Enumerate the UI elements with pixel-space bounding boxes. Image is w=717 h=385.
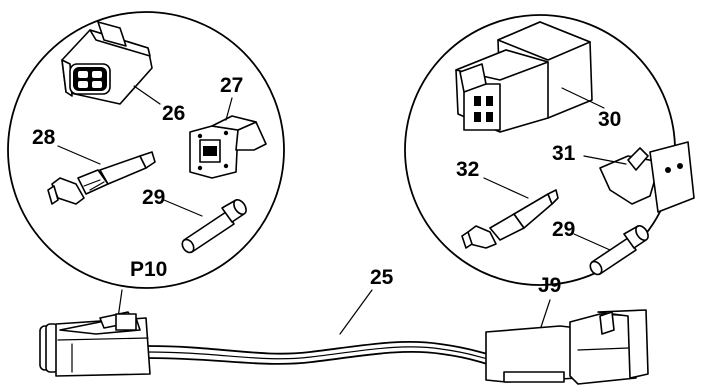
seal-plug-29-left-icon bbox=[181, 199, 247, 254]
callout-29-right: 29 bbox=[552, 218, 575, 241]
leader-31 bbox=[583, 155, 627, 165]
wedge-lock-27-icon bbox=[189, 115, 267, 179]
receptacle-housing-30-icon bbox=[455, 21, 593, 133]
leader-27 bbox=[225, 97, 233, 121]
wedge-lock-31-icon bbox=[599, 141, 695, 213]
leader-26 bbox=[133, 85, 161, 105]
detail-circle-left bbox=[7, 11, 285, 289]
leader-28 bbox=[57, 145, 101, 165]
callout-26: 26 bbox=[162, 102, 185, 125]
leader-29-right bbox=[573, 233, 611, 251]
harness-cable-25-icon bbox=[147, 340, 489, 365]
leader-25 bbox=[339, 289, 373, 335]
pin-terminal-32-icon bbox=[461, 189, 559, 249]
p10-connector-assembled-icon bbox=[39, 311, 151, 377]
callout-27: 27 bbox=[220, 74, 243, 97]
callout-25: 25 bbox=[370, 266, 394, 289]
label-j9: J9 bbox=[538, 274, 561, 297]
callout-30: 30 bbox=[598, 108, 621, 131]
callout-31: 31 bbox=[552, 142, 576, 165]
leader-29-left bbox=[163, 199, 203, 217]
j9-connector-assembled-icon bbox=[485, 309, 649, 385]
connector-housing-26-icon bbox=[61, 21, 153, 105]
socket-terminal-28-icon bbox=[47, 151, 156, 205]
leader-j9 bbox=[539, 299, 551, 331]
leader-32 bbox=[483, 177, 529, 199]
seal-plug-29-right-icon bbox=[589, 225, 649, 276]
leader-30 bbox=[561, 87, 605, 109]
callout-29-left: 29 bbox=[142, 186, 165, 209]
callout-32: 32 bbox=[456, 158, 479, 181]
label-p10: P10 bbox=[130, 258, 167, 281]
callout-28: 28 bbox=[32, 126, 56, 149]
